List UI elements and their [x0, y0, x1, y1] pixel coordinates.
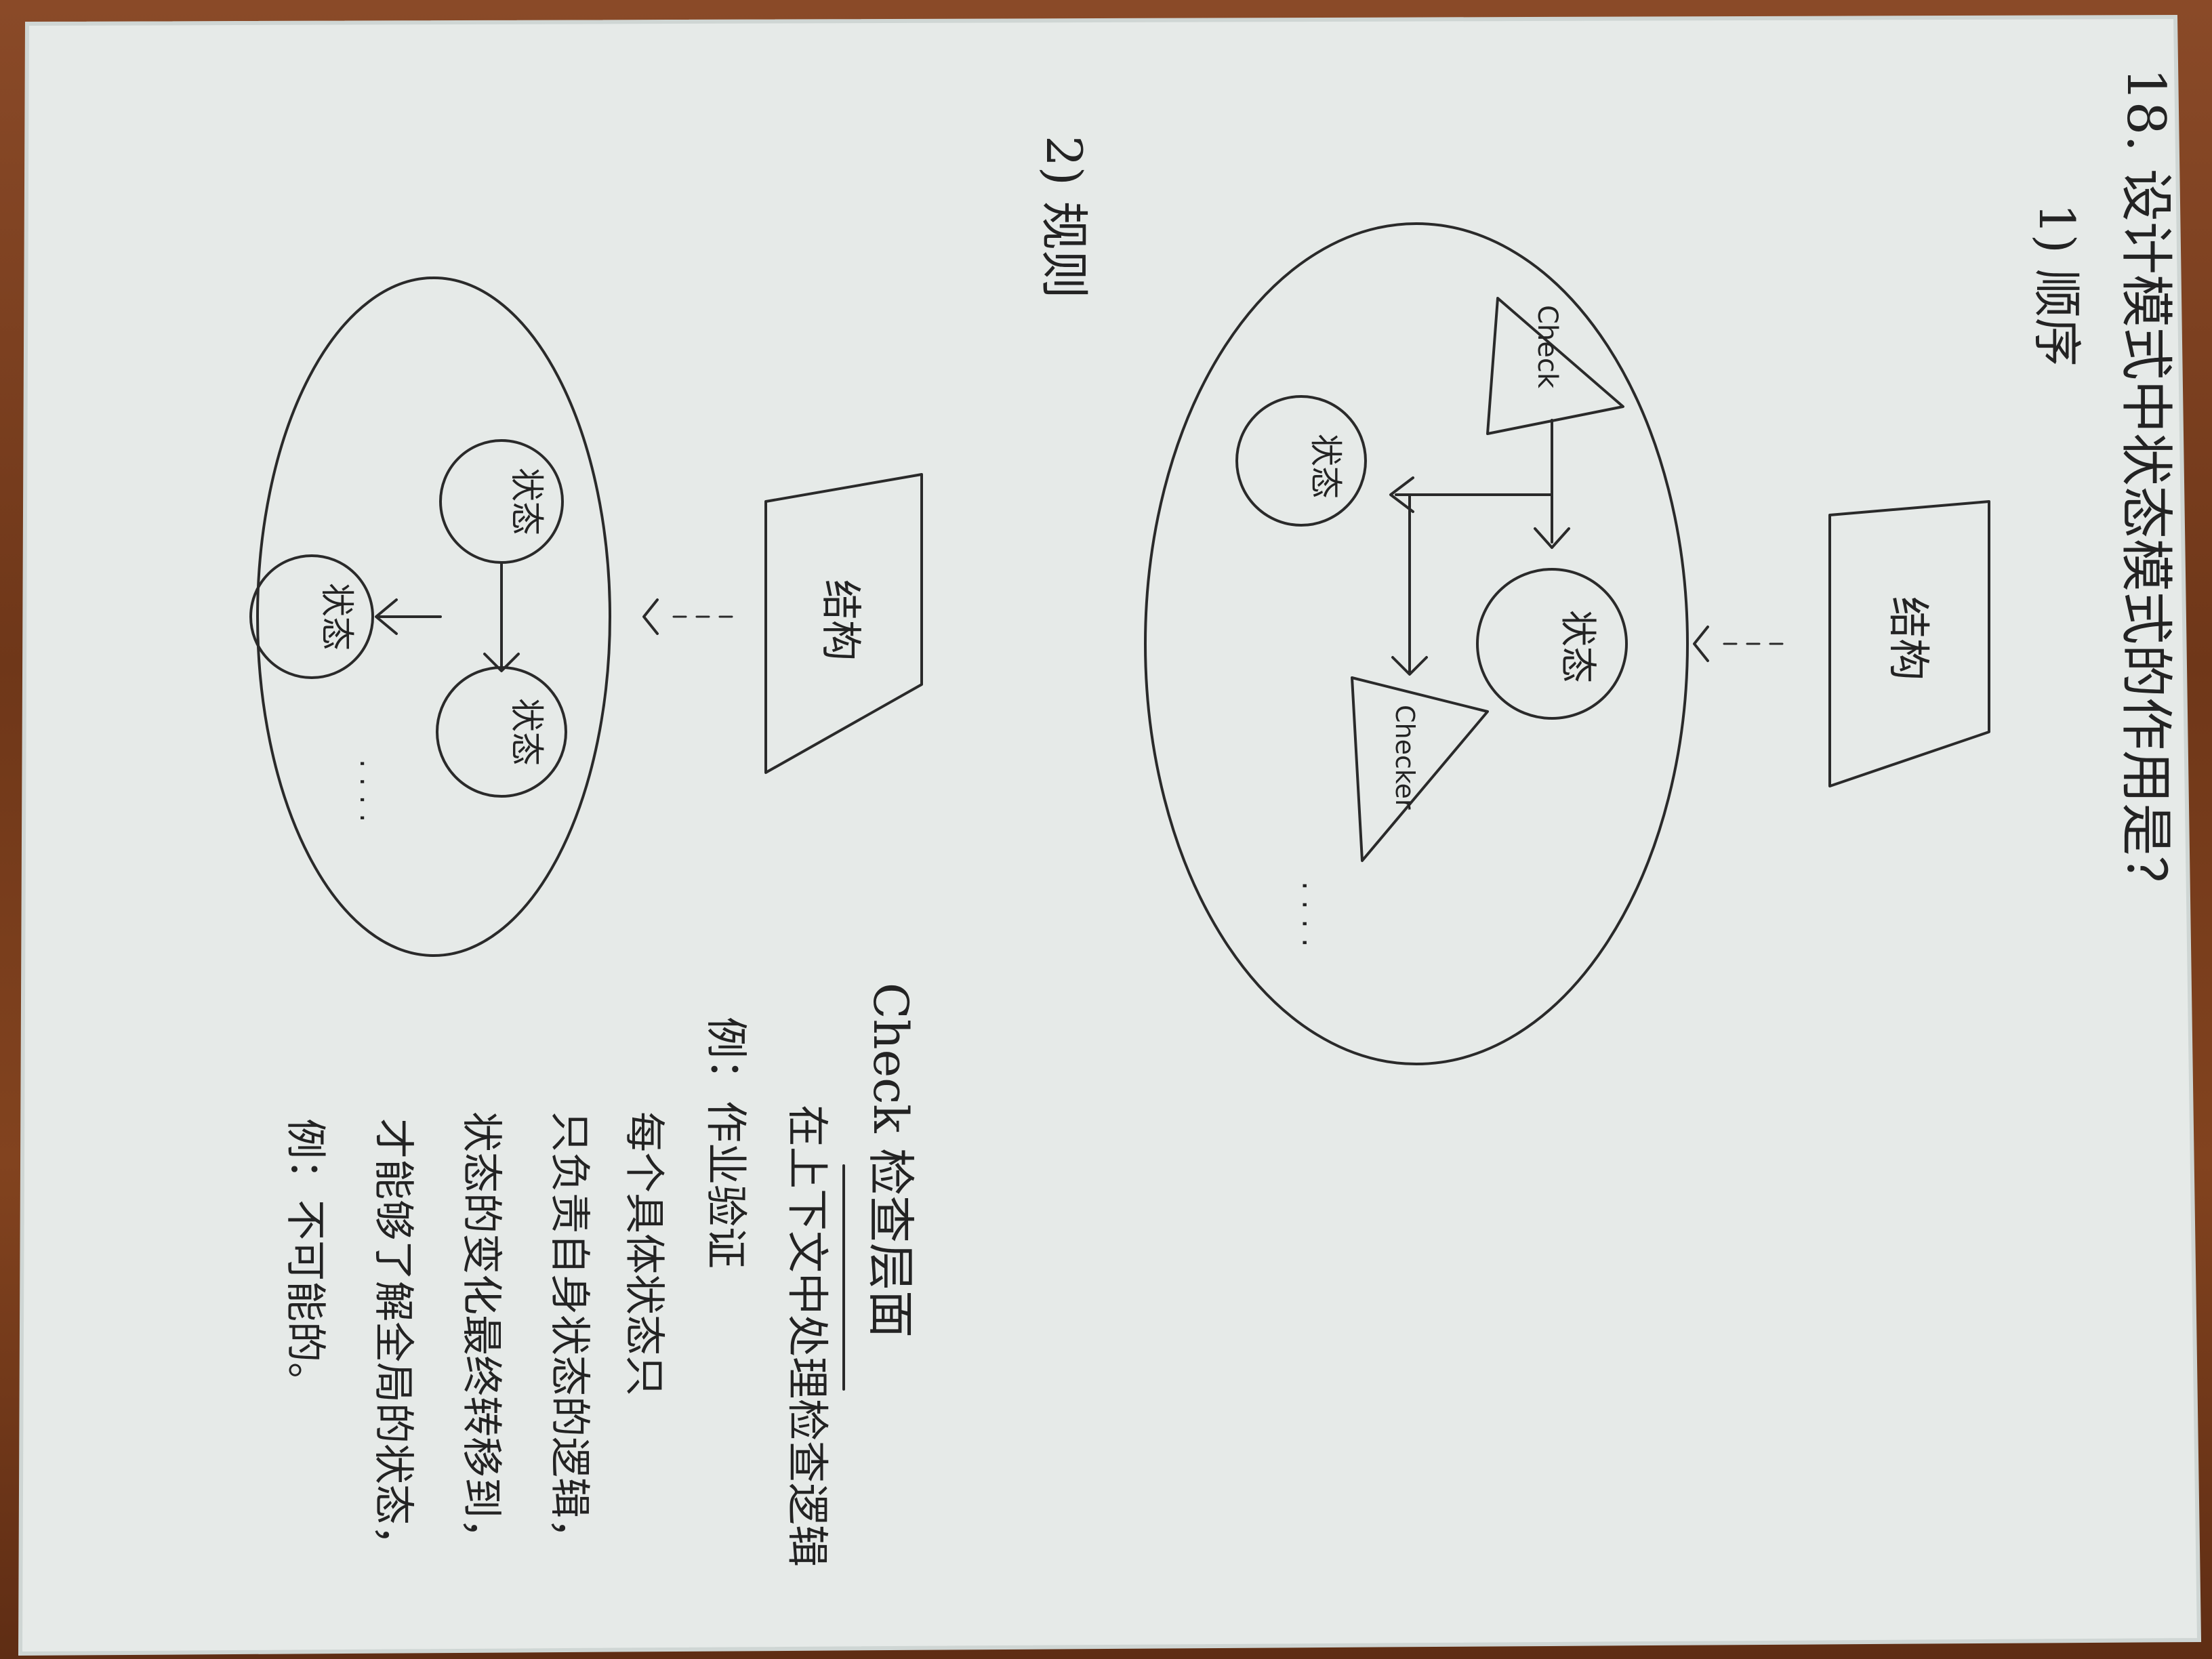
note-line-6: 状态的变化最终转移到， [457, 1111, 505, 1559]
top-node-label-2: 结构 [817, 579, 864, 661]
state-node-b-label: 状态 [1557, 610, 1599, 683]
title-line-1: 18. 设计模式中状态模式的作用是？ [2115, 68, 2176, 909]
check-node-a-label: Check [1532, 305, 1563, 389]
check-node-a [1486, 297, 1624, 435]
state-node-3 [249, 554, 374, 679]
state-node-a [1235, 395, 1367, 527]
top-node-label-1: 结构 [1884, 596, 1933, 680]
state-node-a-label: 状态 [1307, 434, 1345, 499]
note-line-3: 例：作业验证 [701, 1017, 751, 1269]
container-ellipse-2 [256, 276, 611, 957]
note-line-7: 才能够了解全局的状态， [369, 1118, 417, 1565]
diagram-2: 结构 状态 状态 状态 · · · · [249, 276, 923, 957]
ellipsis-1: · · · · [1287, 881, 1322, 947]
check-node-b [1351, 676, 1489, 862]
arrow-to-checker [1391, 493, 1428, 676]
diagram-1: 结构 Check 状态 状态 Checker · · · · [1144, 222, 1990, 1065]
note-line-8: 例：不可能的。 [281, 1118, 329, 1403]
note-line-1: Check 检查层面 [863, 983, 918, 1338]
notes: Check 检查层面 在上下文中处理检查逻辑 例：作业验证 每个具体状态只 只负… [281, 983, 918, 1567]
note-line-4: 每个具体状态只 [620, 1111, 668, 1396]
arrow-check-to-state-b [1534, 419, 1570, 549]
container-ellipse-1 [1144, 222, 1689, 1065]
check-node-b-label: Checker [1390, 705, 1420, 810]
arrow-state-1-to-state-2 [483, 561, 520, 672]
ellipsis-2: · · · · [346, 759, 379, 822]
state-node-b [1476, 568, 1628, 720]
state-node-1-label: 状态 [507, 468, 546, 535]
arrow-state-1-to-state-3 [375, 598, 442, 635]
top-node-shape-2 [764, 473, 923, 774]
header: 18. 设计模式中状态模式的作用是？ 1) 顺序 2) 规则 [1036, 68, 2176, 909]
title-line-2: 1) 顺序 [2028, 203, 2085, 367]
note-line-5: 只负责自身状态的逻辑， [546, 1111, 593, 1559]
arrow-state-b-to-state-a [1389, 476, 1553, 513]
arrow-head-2 [642, 598, 659, 635]
arrow-head-1 [1693, 626, 1709, 662]
top-node-shape-1 [1828, 500, 1990, 787]
title-line-3: 2) 规则 [1036, 136, 1092, 299]
state-node-2-label: 状态 [507, 698, 546, 766]
state-node-3-label: 状态 [317, 583, 356, 651]
note-line-2: 在上下文中处理检查逻辑 [783, 1105, 832, 1567]
